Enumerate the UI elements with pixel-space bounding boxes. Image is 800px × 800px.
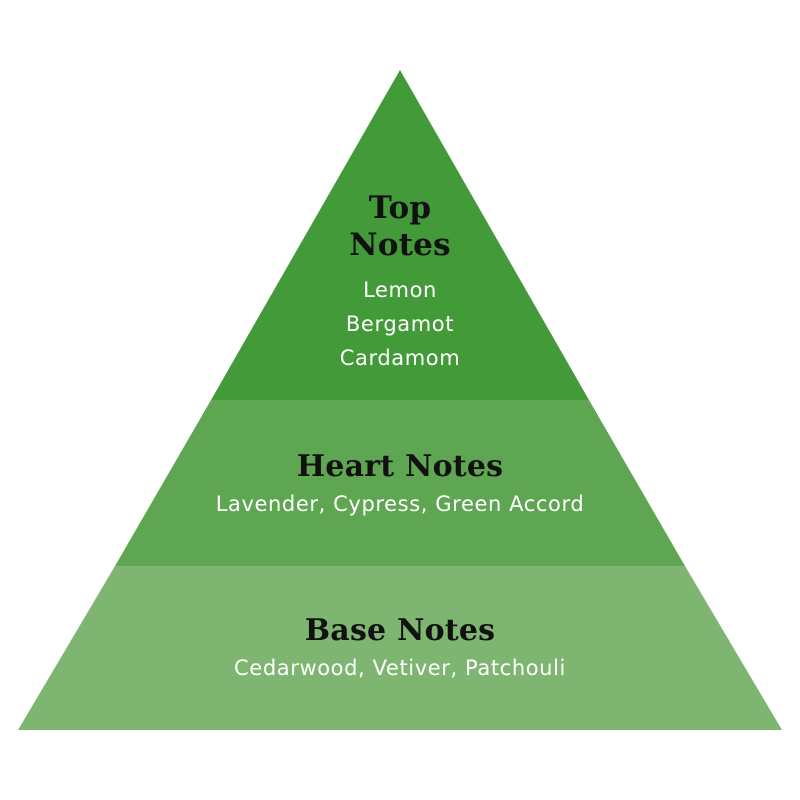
base-tier-shape xyxy=(18,566,782,730)
top-tier-shape xyxy=(211,70,589,400)
heart-tier-shape xyxy=(115,400,685,566)
